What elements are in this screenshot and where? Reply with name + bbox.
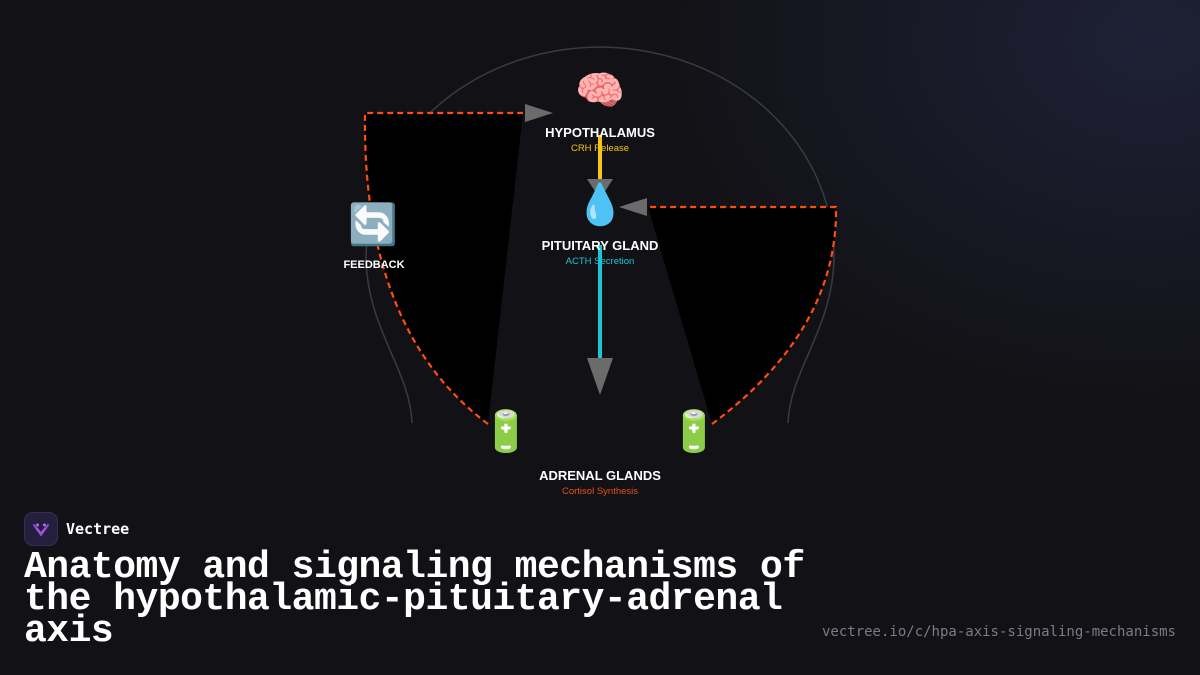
hypothalamus-label: HYPOTHALAMUS: [545, 125, 655, 140]
feedback-loop-right: [648, 207, 837, 424]
crh-arrow: [587, 179, 613, 199]
battery-icon: 🔋: [669, 408, 719, 455]
feedback-arrow-to-pituitary: [619, 198, 647, 216]
feedback-label: FEEDBACK: [343, 259, 404, 271]
brain-icon: 🧠: [575, 68, 625, 114]
hypothalamus-sublabel: CRH Release: [571, 143, 629, 154]
source-url[interactable]: vectree.io/c/hpa-axis-signaling-mechanis…: [821, 624, 1176, 640]
feedback-arrow-to-hypothalamus: [525, 104, 553, 122]
pituitary-label: PITUITARY GLAND: [542, 238, 659, 253]
page-title: Anatomy and signaling mechanisms of the …: [24, 546, 805, 653]
droplet-icon: 💧: [575, 181, 625, 228]
feedback-line-left: [363, 111, 523, 425]
brand: Vectree: [24, 512, 129, 546]
adrenal-label: ADRENAL GLANDS: [539, 468, 661, 483]
adrenal-sublabel: Cortisol Synthesis: [562, 486, 638, 497]
cycle-arrows-icon: 🔄: [348, 201, 398, 248]
feedback-loop-left: [364, 113, 523, 424]
brand-name: Vectree: [66, 520, 130, 538]
head-outline: [365, 46, 835, 424]
vectree-logo-icon: [24, 512, 58, 546]
battery-icon: 🔋: [481, 408, 531, 455]
acth-arrow: [587, 358, 613, 395]
pituitary-sublabel: ACTH Secretion: [566, 256, 635, 267]
feedback-line-right: [648, 205, 838, 425]
